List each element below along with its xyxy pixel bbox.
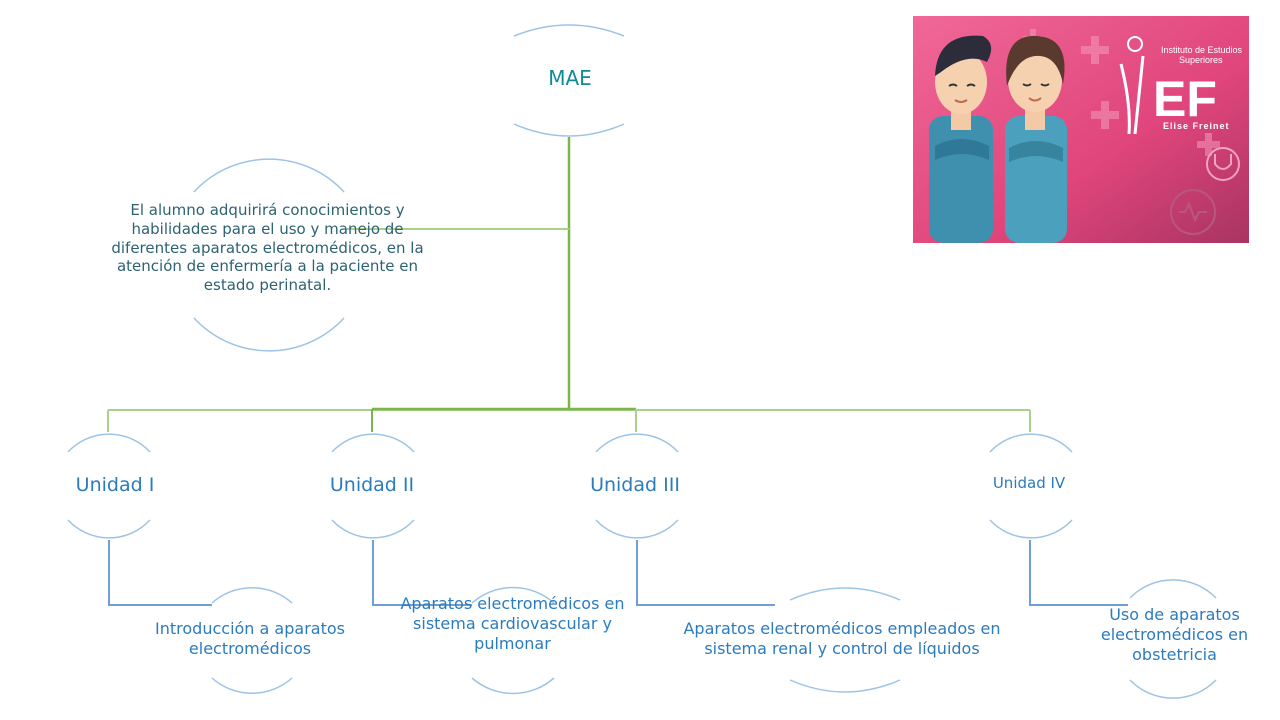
female-nurse-figure bbox=[1005, 36, 1067, 243]
institute-line2: Superiores bbox=[1179, 55, 1223, 65]
unit-4-label: Unidad IV bbox=[964, 474, 1094, 493]
unit-2-label: Unidad II bbox=[307, 474, 437, 498]
male-nurse-figure bbox=[929, 36, 993, 243]
objective-text: El alumno adquirirá conocimientos y habi… bbox=[95, 201, 440, 295]
institute-name: Elise Freinet bbox=[1163, 121, 1230, 131]
unit-3-detail: Aparatos electromédicos empleados en sis… bbox=[666, 619, 1018, 659]
unit-4-detail: Uso de aparatos electromédicos en obstet… bbox=[1082, 605, 1267, 665]
nurses-illustration: Instituto de Estudios Superiores EF Elis… bbox=[913, 16, 1249, 243]
unit3-detail-connector bbox=[637, 540, 775, 605]
unit-1-detail: Introducción a aparatos electromédicos bbox=[140, 619, 360, 659]
logo-letters: EF bbox=[1153, 71, 1217, 127]
root-node-label: MAE bbox=[490, 66, 650, 91]
unit4-detail-connector bbox=[1030, 540, 1128, 605]
institute-line1: Instituto de Estudios bbox=[1161, 45, 1243, 55]
unit-1-label: Unidad I bbox=[50, 474, 180, 498]
unit-2-detail: Aparatos electromédicos en sistema cardi… bbox=[400, 594, 625, 654]
unit-3-label: Unidad III bbox=[570, 474, 700, 498]
unit1-detail-connector bbox=[109, 540, 212, 605]
